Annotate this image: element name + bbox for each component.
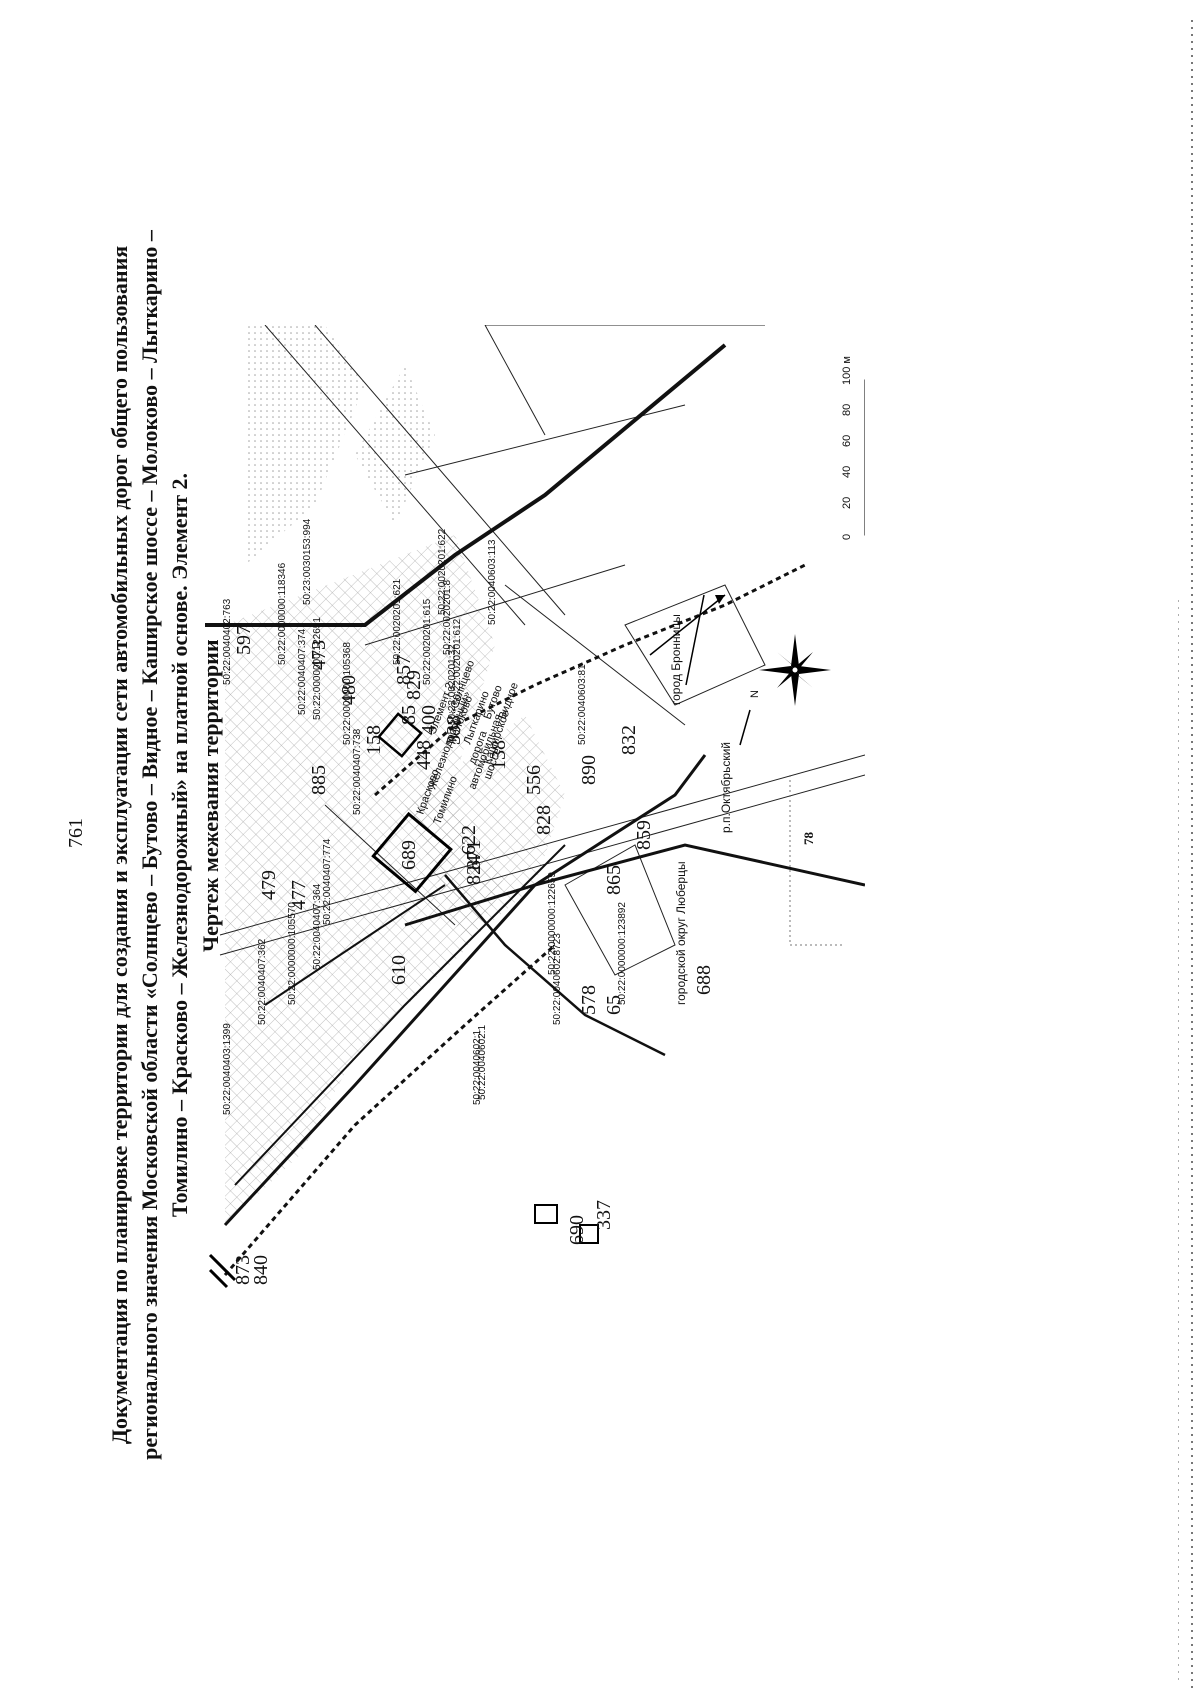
cadastral-number-15: 50:22:0020201:621 [392, 578, 403, 665]
scale-tick-4: 80 [841, 404, 853, 416]
cadastral-number-8: 50:22:0040402:763 [222, 598, 233, 685]
parcel-number-0: 873 [232, 1255, 254, 1285]
parcel-number-12: 400 [418, 705, 440, 735]
scale-tick-labels: 0 20 40 60 80 100 м [841, 356, 853, 540]
parcel-number-25: 828 [533, 805, 555, 835]
parcel-number-16: 622 [458, 825, 480, 855]
north-arrow-left [208, 1253, 237, 1289]
cadastral-number-18: 50:22:0020201:8 [442, 579, 453, 655]
scale-tick-5: 100 м [841, 356, 853, 385]
parcel-number-26: 890 [578, 755, 600, 785]
svg-text:р.п.Октябрьский: р.п.Октябрьский [719, 742, 733, 833]
parcel-number-23: 65 [603, 995, 625, 1015]
parcel-boundaries [219, 325, 865, 976]
compass-label: N [749, 690, 761, 698]
title-line-2: регионального значения Московской област… [137, 230, 162, 1460]
title-block: Документация по планировке территории дл… [105, 185, 195, 1505]
block-78-label: 78 [801, 832, 816, 846]
parcel-number-7: 473 [308, 640, 330, 670]
cadastral-number-20: 50:22:0040603:81 [577, 664, 588, 745]
page-number: 761 [65, 818, 87, 848]
cadastral-number-22: 50:22:0040602:8723 [552, 933, 563, 1025]
road-elements [205, 343, 865, 1227]
cadastral-number-10: 50:22:0000000:118346 [277, 562, 288, 665]
parcel-number-10: 857 [393, 655, 415, 685]
parcel-number-17: 871 [463, 840, 485, 870]
parcel-number-5: 158 [363, 725, 385, 755]
cadastral-number-2: 50:22:0000000:105570 [287, 902, 298, 1005]
scale-tick-3: 60 [841, 435, 853, 447]
scan-edge-right [1191, 20, 1193, 1690]
block-number: 78 [801, 832, 816, 846]
svg-text:городской округ Люберцы: городской округ Люберцы [674, 861, 688, 1005]
parcel-number-11: 85 [398, 705, 420, 725]
parcel-number-20: 610 [388, 955, 410, 985]
cadastral-number-17: 50:22:0020201:622 [437, 528, 448, 615]
parcel-number-1: 840 [250, 1255, 272, 1285]
parcel-number-13: 338 [443, 715, 465, 745]
cadastral-number-12: 50:22:0000000:105368 [342, 642, 353, 745]
cadastral-number-5: 50:22:0040602:1 [477, 1024, 488, 1100]
cadastral-number-9: 50:23:0030153:994 [302, 518, 313, 605]
parcel-number-8: 480 [338, 675, 360, 705]
parcel-number-31: 690 [566, 1215, 588, 1245]
cadastral-number-1: 50:22:0040407:362 [257, 938, 268, 1025]
hatched-zone-west [225, 535, 505, 1225]
parcel-number-30: 337 [593, 1200, 615, 1230]
parcel-number-4: 885 [308, 765, 330, 795]
arrow-bronnitsy [649, 594, 726, 656]
cadastral-number-3: 50:22:0040407:364 [312, 883, 323, 970]
parcel-number-14: 448 [413, 740, 435, 770]
district-label: городской округ Люберцы [674, 861, 688, 1005]
cadastral-number-4: 50:22:0040407:774 [322, 838, 333, 925]
parcel-number-29: 859 [633, 820, 655, 850]
scale-tick-1: 20 [841, 497, 853, 509]
svg-text:город Бронницы: город Бронницы [669, 614, 683, 705]
title-line-1: Документация по планировке территории дл… [107, 245, 132, 1445]
parcel-number-22: 578 [578, 985, 600, 1015]
hatched-zone-ne [355, 365, 435, 525]
svg-text:N: N [749, 690, 761, 698]
parcel-85-box [377, 712, 423, 758]
arrow-bronnitsy-head [715, 595, 725, 604]
cadastral-number-11: 50:22:0000000:122651 [312, 617, 323, 720]
cadastral-number-23: 50:22:0000000:123892 [617, 902, 628, 1005]
compass-rose-icon [759, 634, 831, 706]
cadastral-number-6: 50:22:0040407:374 [297, 628, 308, 715]
direction-oktyabrsky: р.п.Октябрьский [719, 742, 733, 833]
parcel-number-3: 477 [288, 880, 310, 910]
cadastral-number-0: 50:22:0040403:1399 [222, 1023, 233, 1115]
cadastral-number-14: 50:22:0020201:615 [422, 598, 433, 685]
scan-edge-right-inner [1178, 600, 1179, 1680]
parcel-number-9: 829 [403, 670, 425, 700]
parcel-number-19: 689 [398, 840, 420, 870]
parcel-number-21: 688 [693, 965, 715, 995]
cadastral-number-labels: 50:22:0040403:1399 50:22:0040407:362 50:22… [222, 518, 628, 1115]
title-line-3: Томилино – Красково – Железнодорожный» н… [167, 472, 192, 1218]
hatched-zone-north [245, 325, 365, 565]
scale-tick-0: 0 [841, 534, 853, 540]
parcel-number-28: 865 [603, 865, 625, 895]
parcel-number-15: 138 [488, 740, 510, 770]
parcel-337-box [534, 1204, 558, 1224]
cadastral-number-19: 50:22:0040603:113 [487, 539, 498, 625]
cadastral-number-13: 50:22:0020201:612 [452, 618, 463, 705]
parcel-number-24: 556 [523, 765, 545, 795]
direction-bronnitsy: город Бронницы [669, 594, 705, 705]
parcel-number-6: 597 [233, 625, 255, 655]
parcel-689-box [371, 811, 453, 894]
arrow-oktyabrsky [739, 709, 751, 746]
cadastral-number-16: 50:22:0020201:32 [447, 644, 458, 725]
parcel-number-18: 824 [463, 855, 485, 885]
cadastral-number-21: 50:22:0000000:122659 [547, 872, 558, 975]
scale-tick-2: 40 [841, 466, 853, 478]
parcel-number-27: 832 [618, 725, 640, 755]
cadastral-number-24: 50:22:0040602:1 [472, 1029, 483, 1105]
road-centerline [223, 563, 806, 1276]
parcel-690-box [579, 1224, 599, 1244]
parcel-number-2: 479 [258, 870, 280, 900]
cadastral-number-7: 50:22:0040407:738 [352, 728, 363, 815]
